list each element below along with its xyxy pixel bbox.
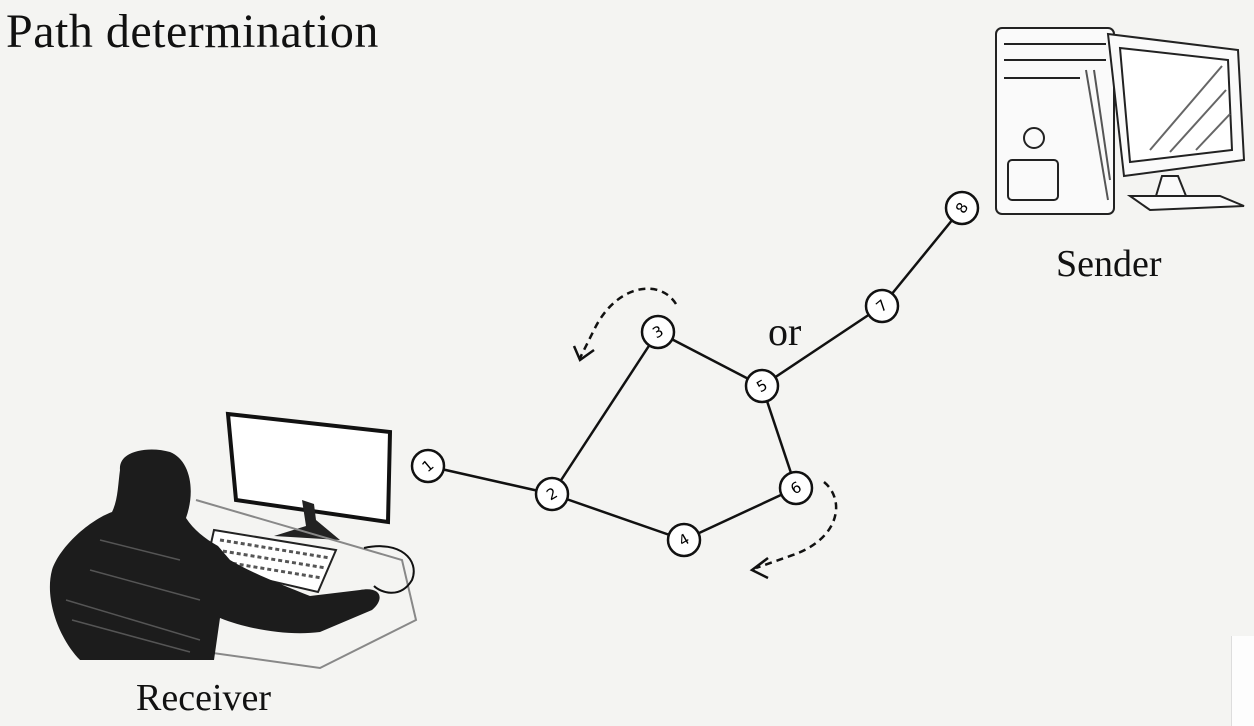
sender-computer-icon	[995, 27, 1246, 215]
network-node-5: 5	[744, 368, 780, 404]
edge-5-7	[761, 304, 883, 388]
edge-7-8	[881, 207, 963, 307]
or-label: or	[768, 309, 802, 354]
diagram-title: Path determination	[6, 5, 379, 58]
network-node-2: 2	[534, 476, 570, 512]
edge-2-4	[551, 492, 685, 542]
edge-1-2	[427, 464, 553, 496]
network-edges	[427, 207, 963, 542]
network-node-3: 3	[640, 314, 676, 350]
receiver-person-icon	[49, 411, 418, 670]
reroute-arrow-upper	[572, 287, 678, 362]
reroute-arrow-lower	[749, 481, 838, 580]
network-node-7: 7	[864, 288, 900, 324]
edge-4-6	[683, 486, 797, 542]
sender-label: Sender	[1056, 243, 1162, 285]
receiver-label: Receiver	[136, 677, 272, 719]
edge-6-5	[760, 385, 798, 489]
corner-logo-fragment	[1231, 636, 1254, 726]
network-node-8: 8	[944, 190, 980, 226]
network-node-1: 1	[410, 448, 446, 484]
network-node-4: 4	[666, 522, 702, 558]
edge-3-5	[657, 330, 763, 388]
network-node-6: 6	[778, 470, 814, 506]
edge-2-3	[550, 331, 660, 495]
